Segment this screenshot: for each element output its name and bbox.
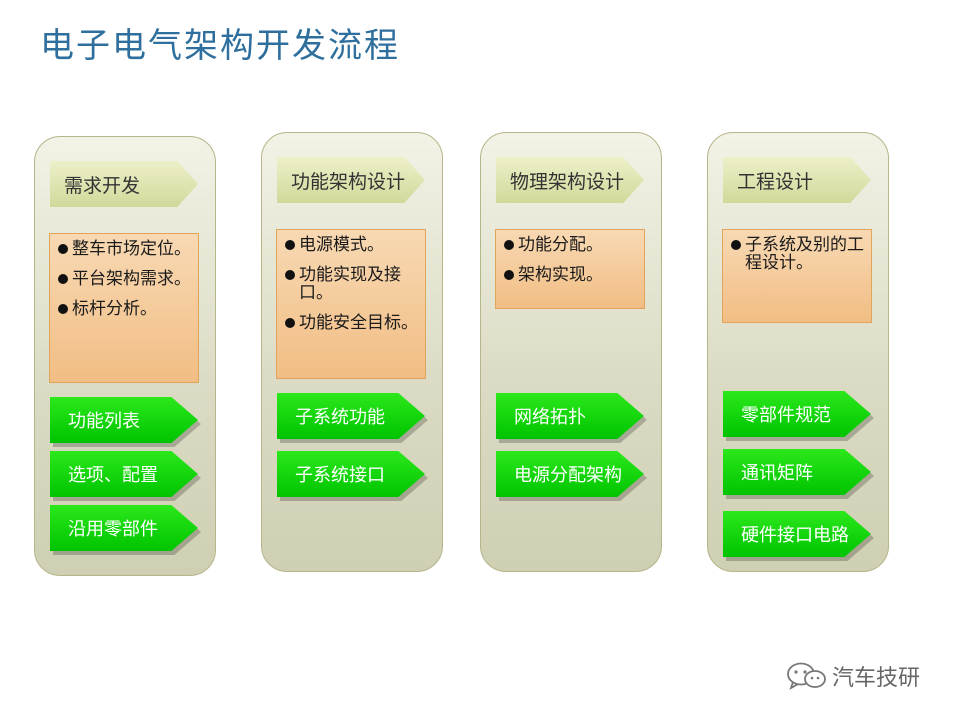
phase-column-physical: 物理架构设计 功能分配。 架构实现。 网络拓扑 电源分配架构 — [480, 132, 662, 572]
bullet-dot-icon — [504, 270, 514, 280]
output-arrow — [50, 397, 198, 443]
output-item-label: 网络拓扑 — [514, 407, 586, 428]
phase-header-label: 功能架构设计 — [291, 170, 406, 193]
phase-column-engineering: 工程设计 子系统及别的工程设计。 零部件规范 通讯矩阵 硬件接口电路 — [707, 132, 889, 572]
detail-bullet: 子系统及别的工程设计。 — [731, 236, 865, 272]
output-arrow — [723, 511, 871, 557]
bullet-dot-icon — [731, 240, 741, 250]
phase-header-arrow — [277, 157, 425, 203]
output-item-label: 零部件规范 — [741, 405, 831, 426]
output-arrow — [723, 391, 871, 437]
phase-header-label: 物理架构设计 — [510, 170, 625, 193]
output-item-label: 硬件接口电路 — [741, 525, 849, 546]
output-item-label: 沿用零部件 — [68, 519, 158, 540]
watermark: 汽车技研 — [786, 660, 920, 692]
detail-bullet: 架构实现。 — [504, 266, 638, 284]
output-item-label: 子系统功能 — [295, 407, 385, 428]
output-arrow — [723, 449, 871, 495]
bullet-dot-icon — [58, 304, 68, 314]
output-arrow — [496, 451, 644, 497]
phase-column-functional: 功能架构设计 电源模式。 功能实现及接口。 功能安全目标。 子系统功能 子系统接… — [261, 132, 443, 572]
output-item-label: 选项、配置 — [68, 465, 158, 486]
phase-header-arrow — [50, 161, 198, 207]
output-arrow — [277, 393, 425, 439]
bullet-dot-icon — [504, 240, 514, 250]
watermark-text: 汽车技研 — [832, 666, 921, 691]
detail-box: 电源模式。 功能实现及接口。 功能安全目标。 — [276, 229, 426, 379]
detail-bullet: 功能分配。 — [504, 236, 638, 254]
output-item-label: 电源分配架构 — [514, 465, 622, 486]
detail-box: 子系统及别的工程设计。 — [722, 229, 872, 323]
bullet-dot-icon — [285, 318, 295, 328]
detail-bullet: 功能安全目标。 — [285, 314, 419, 332]
output-item-label: 通讯矩阵 — [741, 463, 813, 484]
wechat-icon — [787, 662, 826, 690]
phase-column-requirements: 需求开发 整车市场定位。 平台架构需求。 标杆分析。 功能列表 选项、配置 沿用… — [34, 136, 216, 576]
bullet-dot-icon — [58, 244, 68, 254]
detail-bullet: 整车市场定位。 — [58, 240, 192, 258]
output-arrow — [50, 505, 198, 551]
page-title: 电子电气架构开发流程 — [40, 26, 400, 66]
detail-box: 整车市场定位。 平台架构需求。 标杆分析。 — [49, 233, 199, 383]
output-item-label: 子系统接口 — [295, 465, 385, 486]
detail-bullet: 平台架构需求。 — [58, 270, 192, 288]
output-item-label: 功能列表 — [68, 411, 140, 432]
detail-bullet: 电源模式。 — [285, 236, 419, 254]
phase-header-label: 工程设计 — [737, 170, 814, 193]
phase-header-arrow — [723, 157, 871, 203]
bullet-dot-icon — [285, 270, 295, 280]
bullet-dot-icon — [58, 274, 68, 284]
detail-bullet: 功能实现及接口。 — [285, 266, 419, 302]
detail-box: 功能分配。 架构实现。 — [495, 229, 645, 309]
bullet-dot-icon — [285, 240, 295, 250]
detail-bullet: 标杆分析。 — [58, 300, 192, 318]
phase-header-arrow — [496, 157, 644, 203]
phase-header-label: 需求开发 — [64, 174, 141, 197]
output-arrow — [277, 451, 425, 497]
output-arrow — [496, 393, 644, 439]
output-arrow — [50, 451, 198, 497]
